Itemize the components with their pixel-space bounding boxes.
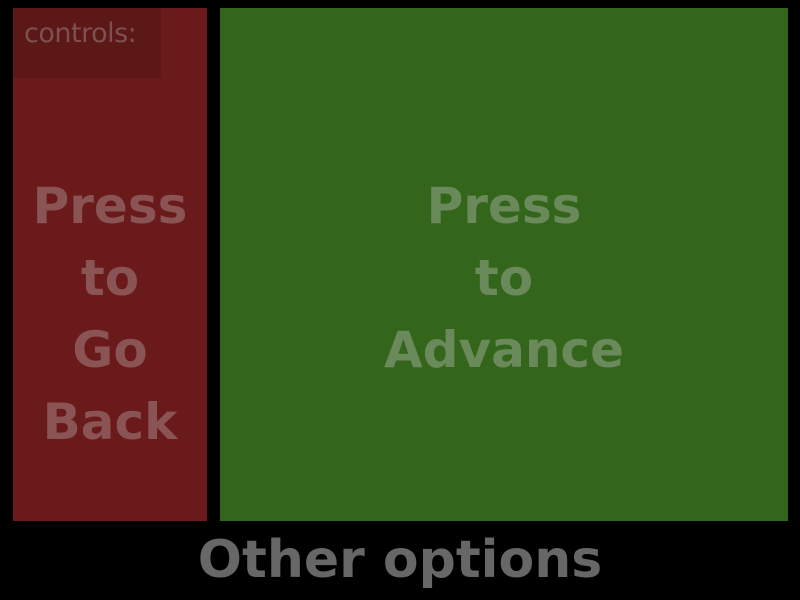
advance-label-line-3: Advance [384, 321, 624, 379]
go-back-label-line-2: to [80, 249, 140, 307]
go-back-label-line-1: Press [32, 177, 188, 235]
go-back-label: Press to Go Back [13, 170, 207, 458]
advance-label-line-2: to [474, 249, 534, 307]
advance-label: Press to Advance [220, 170, 788, 386]
other-options-button[interactable]: Other options [197, 530, 603, 590]
advance-button[interactable]: Press to Advance [220, 8, 788, 521]
go-back-label-line-4: Back [42, 393, 178, 451]
advance-label-line-1: Press [426, 177, 582, 235]
go-back-label-line-3: Go [72, 321, 148, 379]
go-back-button[interactable]: controls: Press to Go Back [13, 8, 207, 521]
controls-tag: controls: [13, 8, 161, 78]
controls-label: controls: [24, 18, 137, 49]
